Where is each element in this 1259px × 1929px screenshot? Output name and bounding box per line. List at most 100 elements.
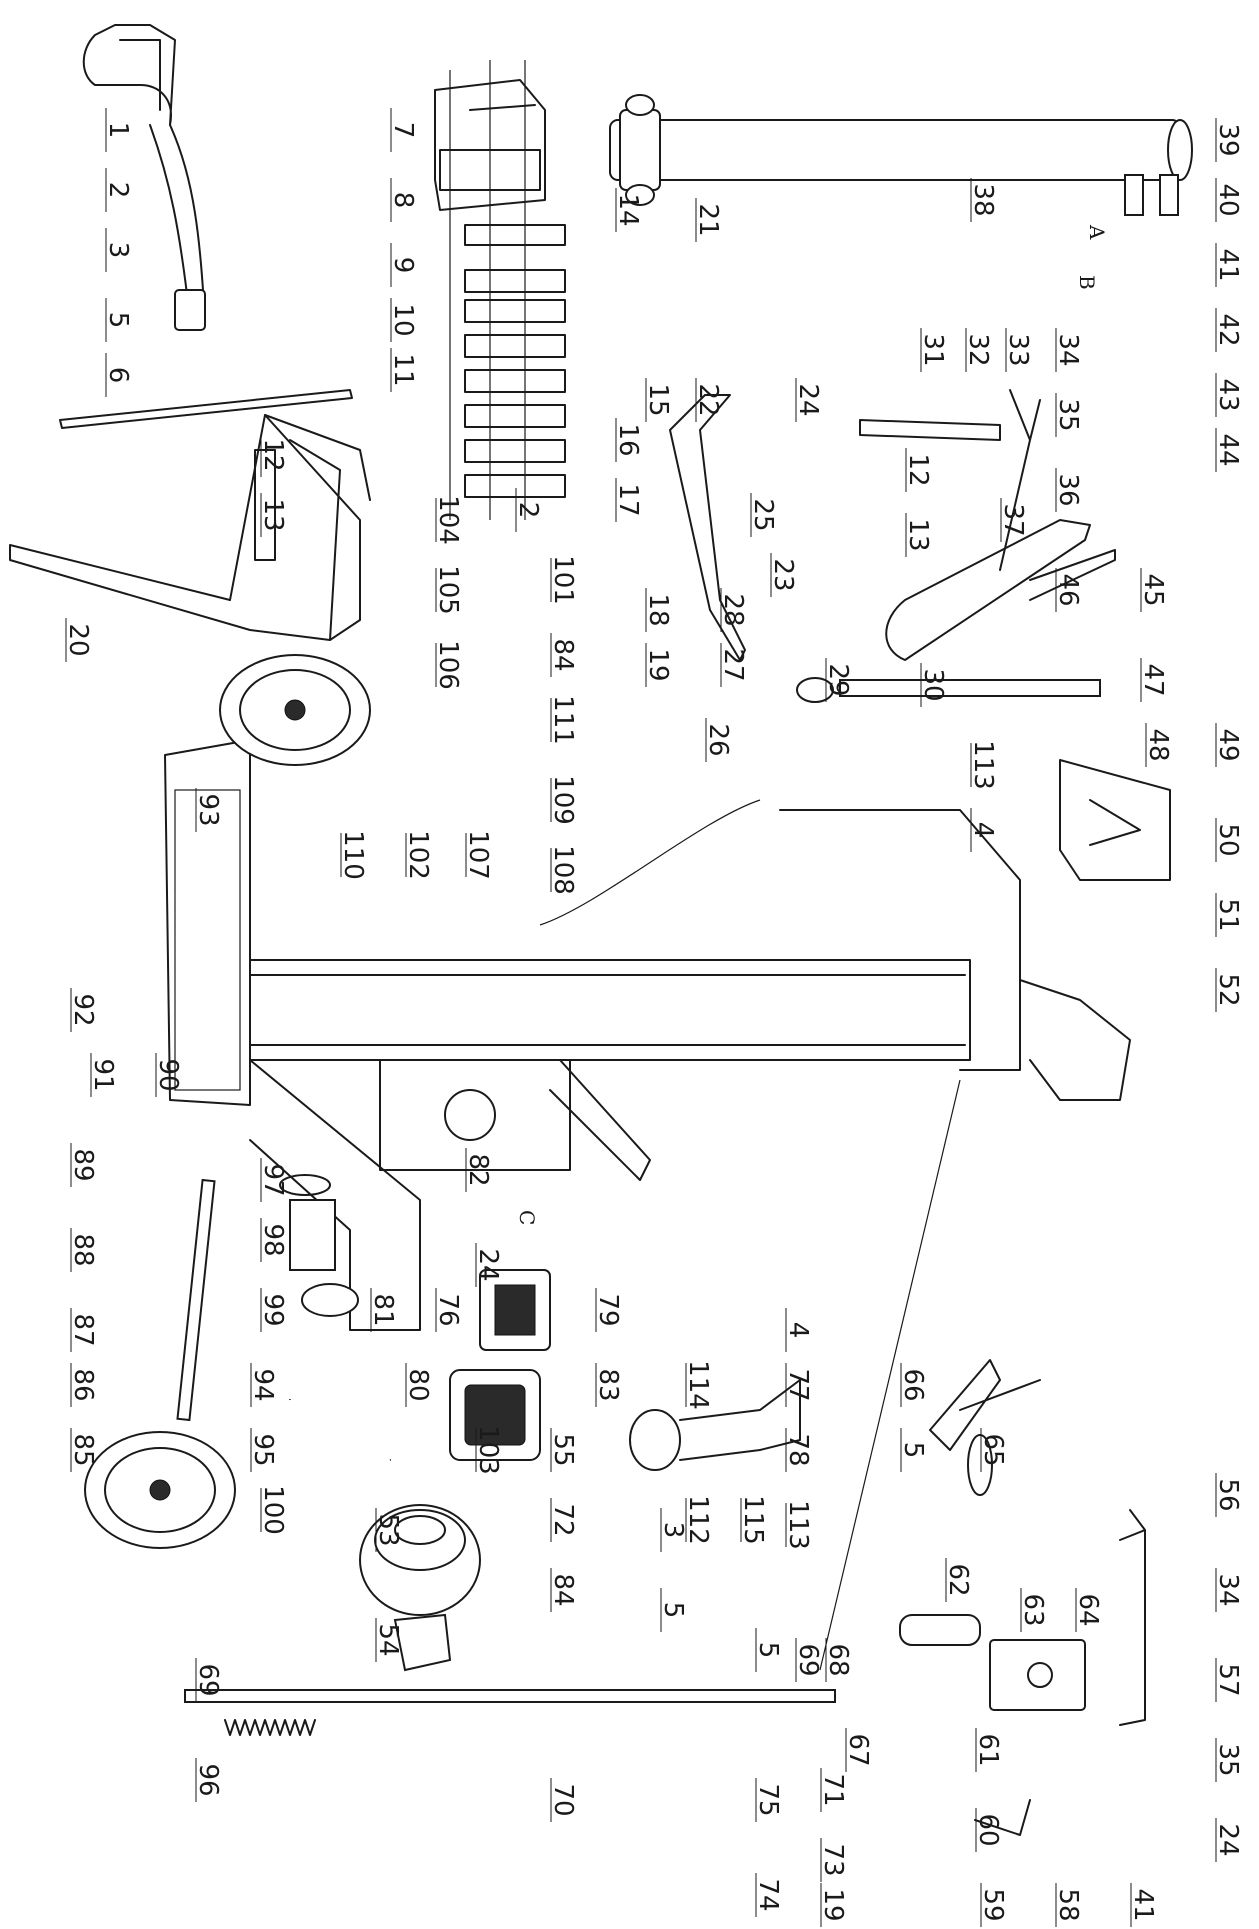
callout-number: 14 — [613, 193, 643, 226]
callout-96: 96 — [193, 1758, 223, 1802]
callout-number: 74 — [753, 1878, 783, 1911]
callout-number: 27 — [718, 648, 748, 681]
callout-12: 12 — [258, 433, 288, 477]
callout-number: 23 — [768, 558, 798, 591]
callout-number: 11 — [388, 353, 418, 386]
callout-23: 23 — [768, 553, 798, 597]
callout-67: 67 — [843, 1728, 873, 1772]
callout-number: 96 — [193, 1763, 223, 1796]
callout-74: 74 — [753, 1873, 783, 1917]
callout-27: 27 — [718, 643, 748, 687]
callout-number: 8 — [388, 192, 418, 209]
callout-37: 37 — [998, 498, 1028, 542]
callout-number: 86 — [68, 1368, 98, 1401]
callout-number: 29 — [823, 663, 853, 696]
callout-113: 113 — [968, 740, 998, 790]
callout-layer: 1235612132078910111041051062101841119311… — [63, 108, 1243, 1927]
callout-number: 78 — [783, 1433, 813, 1466]
callout-95: 95 — [248, 1428, 278, 1472]
callout-number: 43 — [1213, 378, 1243, 411]
callout-number: 63 — [1018, 1593, 1048, 1626]
callout-number: 82 — [463, 1153, 493, 1186]
callout-34: 34 — [1213, 1568, 1243, 1612]
callout-77: 77 — [783, 1363, 813, 1407]
callout-21: 21 — [693, 198, 723, 242]
callout-number: 21 — [693, 203, 723, 236]
callout-53: 53 — [373, 1508, 403, 1552]
callout-number: 111 — [548, 695, 578, 745]
callout-64: 64 — [1073, 1588, 1103, 1632]
callout-number: 42 — [1213, 313, 1243, 346]
callout-number: 1 — [103, 122, 133, 139]
callout-79: 79 — [593, 1288, 623, 1332]
callout-70: 70 — [548, 1778, 578, 1822]
callout-10: 10 — [388, 298, 418, 342]
callout-number: 41 — [1213, 248, 1243, 281]
callout-number: 77 — [783, 1368, 813, 1401]
hydraulic-cylinder — [609, 94, 1193, 216]
callout-25: 25 — [748, 493, 778, 537]
callout-number: 40 — [1213, 183, 1243, 216]
callout-86: 86 — [68, 1363, 98, 1407]
callout-99: 99 — [258, 1288, 288, 1332]
callout-2: 2 — [513, 488, 543, 532]
callout-number: 70 — [548, 1783, 578, 1816]
callout-36: 36 — [1053, 468, 1083, 512]
callout-76: 76 — [433, 1288, 463, 1332]
callout-93: 93 — [193, 788, 223, 832]
callout-58: 58 — [1053, 1883, 1083, 1927]
hose-letters: A B C — [515, 224, 1109, 1225]
long-rod — [184, 1689, 836, 1703]
callout-72: 72 — [548, 1498, 578, 1542]
callout-number: 24 — [1213, 1823, 1243, 1856]
callout-12: 12 — [903, 448, 933, 492]
callout-number: 39 — [1213, 123, 1243, 156]
callout-103: 103 — [473, 1425, 503, 1475]
callout-number: 16 — [613, 423, 643, 456]
callout-number: 55 — [548, 1433, 578, 1466]
callout-33: 33 — [1003, 328, 1033, 372]
bar-part — [796, 677, 1101, 703]
callout-41: 41 — [1128, 1883, 1158, 1927]
callout-number: 104 — [433, 495, 463, 545]
callout-3: 3 — [103, 228, 133, 272]
callout-8: 8 — [388, 178, 418, 222]
arm-assembly — [859, 389, 1116, 661]
callout-number: 47 — [1138, 663, 1168, 696]
callout-number: 12 — [903, 453, 933, 486]
axle-part — [176, 1178, 216, 1422]
callout-number: 85 — [68, 1433, 98, 1466]
callout-number: 26 — [703, 723, 733, 756]
return-hose — [287, 1399, 392, 1475]
callout-51: 51 — [1213, 893, 1243, 937]
callout-number: 32 — [963, 333, 993, 366]
callout-number: 20 — [63, 623, 93, 656]
callout-number: 5 — [103, 312, 133, 329]
gearbox-part — [449, 1369, 541, 1461]
callout-number: 33 — [1003, 333, 1033, 366]
callout-89: 89 — [68, 1143, 98, 1187]
callout-11: 11 — [388, 348, 418, 392]
callout-number: 93 — [193, 793, 223, 826]
callout-number: 89 — [68, 1148, 98, 1181]
callout-98: 98 — [258, 1218, 288, 1262]
callout-28: 28 — [718, 588, 748, 632]
callout-number: 99 — [258, 1293, 288, 1326]
motor-part — [359, 1504, 481, 1616]
callout-62: 62 — [943, 1558, 973, 1602]
callout-68: 68 — [823, 1638, 853, 1682]
callout-16: 16 — [613, 418, 643, 462]
callout-19: 19 — [818, 1883, 848, 1927]
callout-number: 18 — [643, 593, 673, 626]
callout-number: 19 — [818, 1888, 848, 1921]
callout-number: 91 — [88, 1058, 118, 1091]
callout-number: 102 — [403, 830, 433, 880]
callout-65: 65 — [978, 1428, 1008, 1472]
callout-number: 76 — [433, 1293, 463, 1326]
callout-number: 84 — [548, 638, 578, 671]
callout-number: 101 — [548, 555, 578, 605]
callout-49: 49 — [1213, 723, 1243, 767]
callout-80: 80 — [403, 1363, 433, 1407]
callout-109: 109 — [548, 775, 578, 825]
callout-63: 63 — [1018, 1588, 1048, 1632]
